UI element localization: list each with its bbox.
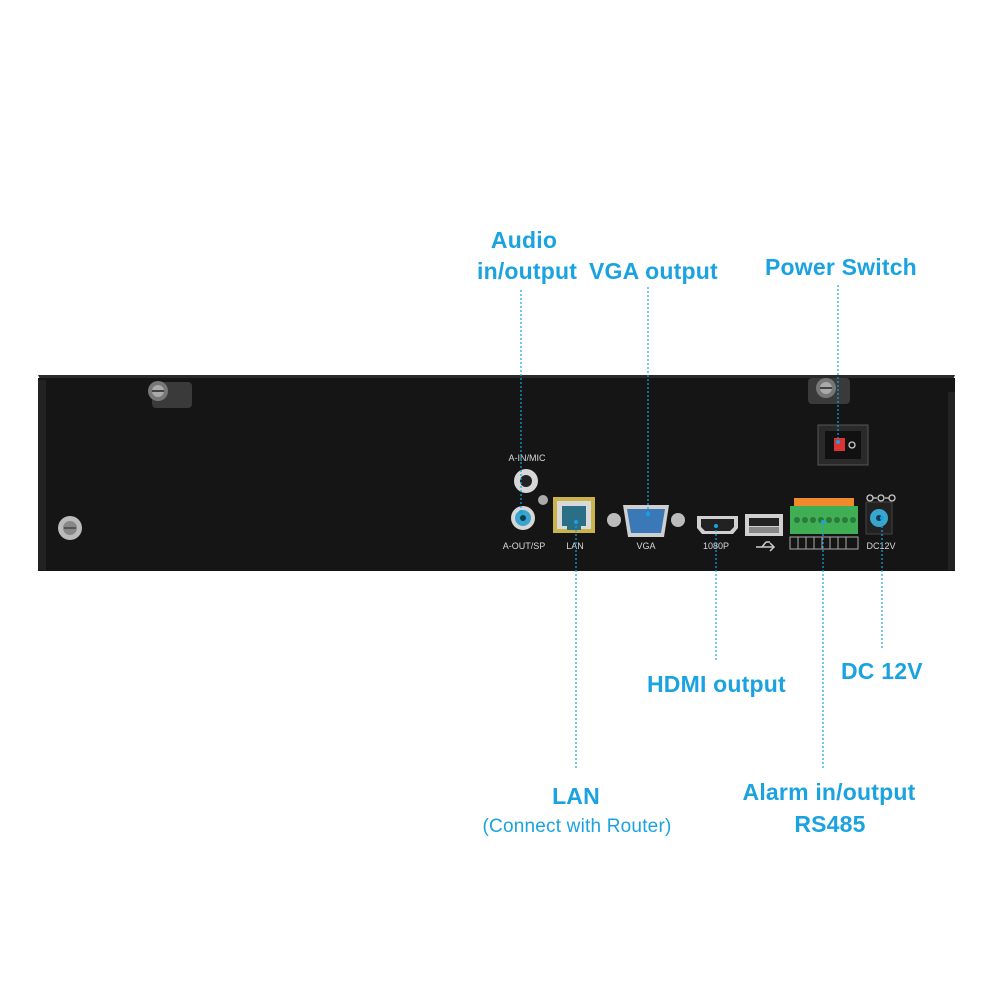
callout-hdmi: HDMI output	[647, 671, 786, 697]
dc-jack	[865, 501, 893, 535]
usb-port	[745, 514, 783, 536]
vga-port	[607, 505, 685, 537]
chassis-body	[38, 378, 955, 571]
leader-dot-vga	[646, 512, 650, 516]
leader-dot-power	[836, 440, 840, 444]
screw-top-left	[148, 381, 192, 408]
ground-screw	[58, 516, 82, 540]
callout-audio-line2: in/output	[477, 258, 578, 284]
port-label-ain: A-IN/MIC	[509, 453, 546, 463]
power-switch	[817, 424, 869, 466]
dc-polarity-icon	[866, 494, 896, 502]
screw-top-right	[808, 378, 850, 404]
leader-dot-hdmi	[714, 524, 718, 528]
callout-lan: LAN	[552, 783, 600, 809]
chassis-right-side	[948, 392, 955, 570]
callout-alarm-line2: RS485	[794, 811, 866, 837]
port-label-dc: DC12V	[866, 541, 895, 551]
leader-dot-audio	[519, 510, 523, 514]
port-label-vga: VGA	[636, 541, 655, 551]
leader-dot-lan	[574, 520, 578, 524]
leader-dot-alarm	[821, 520, 825, 524]
chassis-left-side	[38, 380, 46, 570]
callout-dc-12v: DC 12V	[841, 658, 923, 684]
usb-icon	[756, 541, 776, 552]
port-label-lan: LAN	[566, 541, 584, 551]
callout-lan-sub: (Connect with Router)	[482, 816, 672, 837]
callout-vga: VGA output	[589, 258, 718, 284]
leader-dot-dc	[880, 516, 884, 520]
callout-alarm-line1: Alarm in/output	[742, 779, 916, 805]
alarm-terminal-block	[789, 498, 859, 550]
callout-audio-line1: Audio	[490, 227, 558, 253]
audio-out-jack	[511, 506, 535, 530]
callout-power-switch: Power Switch	[765, 254, 917, 280]
port-label-aout: A-OUT/SP	[503, 541, 546, 551]
lan-port	[553, 497, 595, 533]
audio-in-jack	[514, 469, 538, 493]
audio-led	[538, 495, 548, 505]
